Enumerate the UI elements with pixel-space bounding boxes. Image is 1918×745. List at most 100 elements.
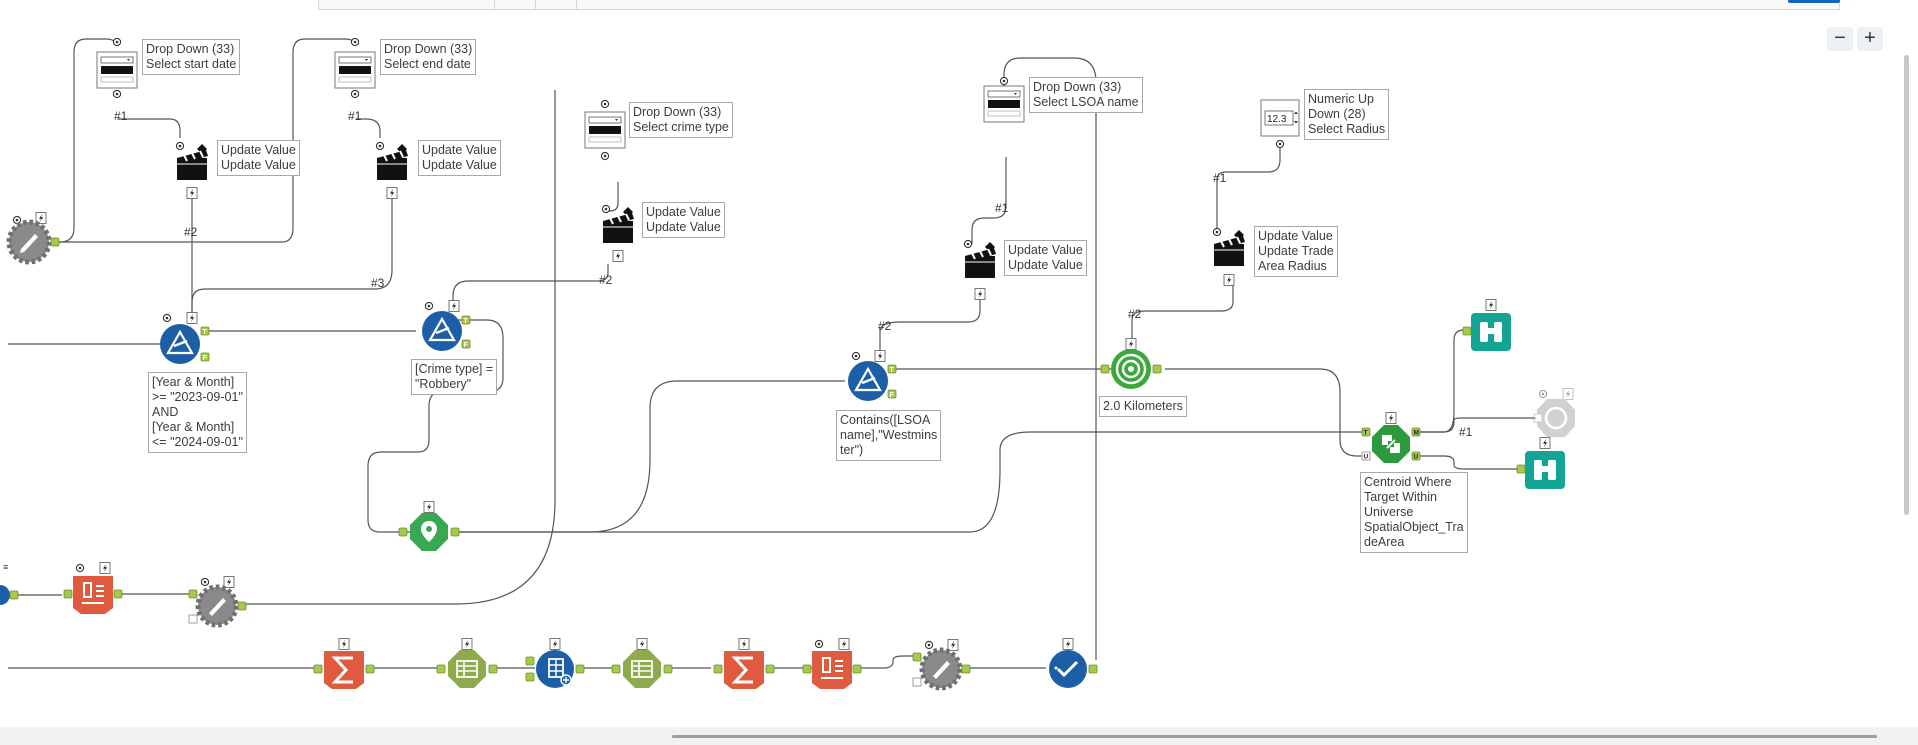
formula-tool-bottom[interactable]	[912, 639, 971, 691]
transpose-tool-2[interactable]	[802, 638, 862, 690]
connection-count: #1	[348, 109, 362, 123]
summarize-tool-1[interactable]	[313, 638, 375, 690]
connection-lines	[8, 38, 1536, 669]
svg-text:≡: ≡	[3, 562, 8, 572]
select-tool-2[interactable]	[611, 638, 673, 689]
svg-text:T: T	[203, 329, 208, 336]
sigma-icon	[324, 651, 364, 689]
dropdown-tool-start-date[interactable]	[96, 37, 138, 99]
connection-count: #2	[1128, 307, 1142, 321]
gear-formula-icon	[6, 219, 52, 265]
check-tool[interactable]	[1049, 638, 1098, 689]
connection-count: #2	[184, 225, 198, 239]
trade-area-tool[interactable]	[1100, 338, 1162, 390]
summarize-tool-2[interactable]	[713, 638, 775, 690]
connection-count: #2	[599, 273, 613, 287]
formula-tool-mid[interactable]	[188, 576, 247, 628]
annotation-dropdown-start: Drop Down (33) Select start date	[142, 39, 241, 75]
browse-tool-top[interactable]	[1462, 299, 1511, 352]
transpose-tool-1[interactable]	[63, 562, 123, 615]
annotation-filter-date: [Year & Month] >= "2023-09-01" AND [Year…	[148, 372, 247, 453]
disabled-tool[interactable]	[1533, 388, 1575, 438]
svg-text:T: T	[464, 318, 469, 325]
gear-formula-icon	[195, 584, 239, 628]
connection-count: #2	[878, 319, 892, 333]
connection-count: #1	[114, 109, 128, 123]
svg-text:T: T	[1364, 430, 1368, 437]
transpose-icon	[73, 576, 113, 614]
connection-count: #1	[995, 201, 1009, 215]
check-icon	[1049, 650, 1087, 688]
action-tool-2[interactable]	[375, 141, 408, 199]
annotation-trade-area: 2.0 Kilometers	[1099, 396, 1187, 417]
annotation-spatial-match: Centroid Where Target Within Universe Sp…	[1360, 472, 1468, 553]
annotation-action-1: Update Value Update Value	[217, 140, 300, 176]
annotation-action-5: Update Value Update Trade Area Radius	[1254, 226, 1338, 277]
transpose-icon	[812, 651, 852, 689]
filter-triangle-icon	[160, 324, 200, 364]
spatial-match-icon	[1372, 425, 1410, 463]
svg-text:M: M	[1414, 430, 1419, 437]
join-tool[interactable]	[525, 638, 585, 689]
map-pin-icon	[410, 513, 448, 551]
svg-text:F: F	[464, 342, 469, 349]
gear-formula-icon	[919, 647, 963, 691]
sigma-icon	[724, 651, 764, 689]
connection-count: #3	[371, 276, 385, 290]
annotation-filter-lsoa: Contains([LSOA name],"Westmins ter")	[836, 410, 942, 461]
vertical-scrollbar[interactable]	[1904, 55, 1909, 515]
clapperboard-action-icon	[377, 150, 408, 180]
formula-tool-left[interactable]	[6, 212, 60, 265]
binoculars-icon	[1480, 322, 1502, 342]
toolbar-divider	[494, 0, 495, 9]
trade-area-icon	[1111, 349, 1151, 389]
clapperboard-action-icon	[1214, 236, 1245, 266]
browse-tool-bottom[interactable]	[1516, 437, 1565, 490]
svg-text:U: U	[1364, 454, 1369, 461]
annotation-action-2: Update Value Update Value	[418, 140, 501, 176]
filter-tool-crime[interactable]: T F	[422, 300, 471, 352]
connection-count: #1	[1213, 171, 1227, 185]
action-tool-4[interactable]	[963, 239, 996, 300]
filter-tool-lsoa[interactable]: T F	[848, 350, 897, 402]
toolbar-accent	[1788, 0, 1840, 3]
clapperboard-action-icon	[603, 213, 634, 243]
map-input-tool[interactable]	[398, 501, 460, 552]
toolbar-divider	[576, 0, 577, 9]
top-toolbar-strip	[318, 0, 1840, 10]
annotation-dropdown-end: Drop Down (33) Select end date	[380, 39, 477, 75]
binoculars-icon	[1534, 460, 1556, 480]
action-tool-5[interactable]	[1212, 227, 1245, 286]
select-list-icon	[448, 650, 486, 688]
connection-count: #1	[1459, 425, 1473, 439]
filter-triangle-icon	[848, 361, 888, 401]
select-list-icon	[623, 650, 661, 688]
clapperboard-action-icon	[965, 248, 996, 278]
action-tool-1[interactable]	[175, 141, 208, 199]
dropdown-tool-crime-type[interactable]	[584, 99, 626, 161]
select-tool-1[interactable]	[436, 638, 498, 689]
filter-triangle-icon	[422, 311, 462, 351]
annotation-action-4: Update Value Update Value	[1004, 240, 1087, 276]
svg-text:F: F	[890, 392, 895, 399]
clapperboard-action-icon	[177, 150, 208, 180]
spatial-match-tool[interactable]: T U M U	[1361, 412, 1421, 464]
annotation-numeric-radius: Numeric Up Down (28) Select Radius	[1304, 89, 1390, 140]
partial-tool-left[interactable]: ≡	[0, 562, 19, 605]
join-icon	[536, 650, 574, 688]
horizontal-scrollbar[interactable]	[672, 735, 1877, 738]
annotation-filter-crime: [Crime type] = "Robbery"	[411, 359, 498, 395]
filter-tool-date[interactable]: T F	[160, 312, 210, 365]
svg-text:U: U	[1414, 454, 1419, 461]
dropdown-tool-lsoa[interactable]	[983, 76, 1025, 123]
dropdown-tool-end-date[interactable]	[334, 37, 376, 99]
svg-text:F: F	[203, 355, 208, 362]
zoom-out-button[interactable]: −	[1827, 27, 1853, 51]
numeric-value: 12.3	[1267, 114, 1287, 125]
numeric-updown-tool[interactable]: 12.3	[1260, 99, 1300, 149]
svg-text:T: T	[890, 367, 895, 374]
action-tool-3[interactable]	[601, 204, 634, 262]
toolbar-divider	[535, 0, 536, 9]
zoom-in-button[interactable]: +	[1857, 27, 1883, 51]
